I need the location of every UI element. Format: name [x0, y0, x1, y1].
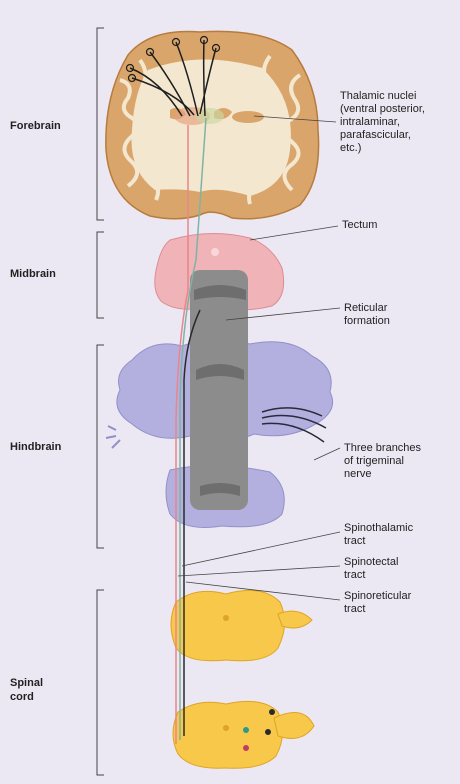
- spinal-cord-label: Spinal cord: [10, 676, 90, 704]
- spinothalamic-label: Spinothalamic tract: [344, 522, 413, 548]
- spinoreticular-label: Spinoreticular tract: [344, 590, 411, 616]
- cerebral-aqueduct: [211, 248, 219, 256]
- forebrain-white-matter: [131, 59, 290, 196]
- spinotectal-leader: [178, 566, 340, 576]
- thalamic-nuclei-label: Thalamic nuclei (ventral posterior, intr…: [340, 90, 425, 155]
- spinal-upper-central-canal: [223, 615, 229, 621]
- forebrain-bracket: [97, 28, 104, 220]
- spinal-cord-bracket: [97, 590, 104, 775]
- reticular-formation: [190, 270, 248, 510]
- reticular-formation-label: Reticular formation: [344, 302, 390, 328]
- hindbrain-bracket: [97, 345, 104, 548]
- midbrain-label: Midbrain: [10, 267, 90, 281]
- spinal-lower-dorsal-root: [274, 713, 314, 739]
- spinal-upper-dorsal-root: [278, 611, 312, 628]
- spinal-lower-central-canal: [223, 725, 229, 731]
- pons-fringe: [106, 426, 120, 448]
- region-brackets: [97, 28, 104, 775]
- spinotectal-label: Spinotectal tract: [344, 556, 398, 582]
- trigeminal-label: Three branches of trigeminal nerve: [344, 442, 421, 481]
- tectum-leader: [250, 226, 338, 240]
- midbrain-bracket: [97, 232, 104, 318]
- spinothalamic-leader: [182, 532, 340, 566]
- trigeminal-leader: [314, 448, 340, 460]
- forebrain-label: Forebrain: [10, 119, 90, 133]
- spinal-cord-sections: [171, 590, 314, 768]
- thalamic-nuclei: [232, 111, 264, 123]
- spinal-upper: [171, 590, 285, 660]
- tectum-label: Tectum: [342, 219, 377, 232]
- spinal-lower: [173, 701, 283, 768]
- hindbrain-label: Hindbrain: [10, 440, 90, 454]
